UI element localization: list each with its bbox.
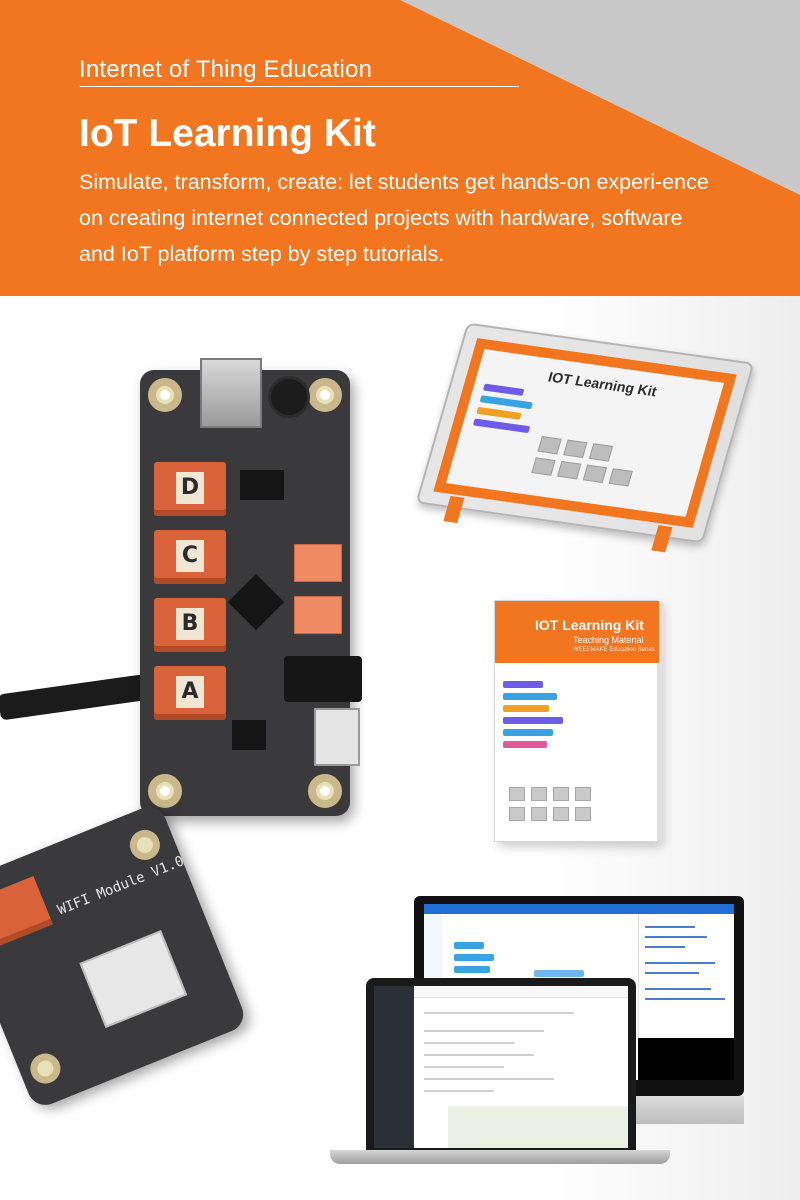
- code-block: [534, 970, 584, 977]
- code-block: [472, 418, 531, 434]
- box-clip: [443, 495, 465, 524]
- kit-box-title: IOT Learning Kit: [546, 368, 659, 400]
- subtitle-underline: [79, 86, 519, 87]
- wifi-module: WIFI Module V1.0: [0, 801, 249, 1111]
- esp-module: [79, 930, 188, 1029]
- platform-row: [424, 1054, 534, 1056]
- book-cover-header: IOT Learning Kit Teaching Material WEEEM…: [495, 601, 659, 663]
- module-card: [563, 439, 588, 458]
- header-subtitle: Internet of Thing Education: [79, 56, 373, 83]
- buzzer: [268, 376, 310, 418]
- book-spine: [657, 604, 664, 842]
- motor-terminal: [294, 544, 342, 582]
- mounting-hole: [148, 774, 182, 808]
- wifi-module-label: WIFI Module V1.0: [55, 853, 187, 919]
- code-line: [645, 962, 715, 964]
- page-title: IoT Learning Kit: [79, 112, 376, 155]
- book-series: WEEEMAKE Education Series: [573, 647, 655, 653]
- module-card: [575, 807, 591, 821]
- module-card: [553, 787, 569, 801]
- laptop-base: [330, 1150, 670, 1164]
- module-card: [509, 807, 525, 821]
- code-block: [503, 741, 547, 748]
- teaching-book: IOT Learning Kit Teaching Material WEEEM…: [494, 600, 664, 842]
- header-banner: Internet of Thing Education IoT Learning…: [0, 0, 800, 296]
- driver-chip: [240, 470, 284, 500]
- port-a: A: [154, 666, 226, 720]
- port-c: C: [154, 530, 226, 584]
- module-card: [553, 807, 569, 821]
- book-subtitle: Teaching Material: [573, 635, 644, 645]
- code-block: [503, 705, 549, 712]
- code-block: [503, 681, 543, 688]
- code-block: [479, 395, 533, 410]
- port-b: B: [154, 598, 226, 652]
- platform-sidebar: [374, 986, 414, 1148]
- code-block: [476, 406, 522, 420]
- mounting-hole: [125, 825, 165, 865]
- banner-grey-corner: [400, 0, 800, 195]
- port-label: B: [176, 608, 204, 640]
- laptop-screen: [374, 986, 628, 1148]
- usb-connector: [200, 358, 262, 428]
- module-card: [557, 461, 582, 480]
- module-card: [531, 807, 547, 821]
- code-line: [645, 998, 725, 1000]
- platform-row: [424, 1030, 544, 1032]
- ir-receiver: [232, 720, 266, 750]
- module-card: [509, 787, 525, 801]
- mounting-hole: [308, 378, 342, 412]
- platform-row: [424, 1042, 514, 1044]
- mounting-hole: [308, 774, 342, 808]
- dc-power-jack: [284, 656, 362, 702]
- code-line: [645, 926, 695, 928]
- code-line: [645, 946, 685, 948]
- code-block: [503, 717, 563, 724]
- module-card: [531, 787, 547, 801]
- header-description: Simulate, transform, create: let student…: [79, 170, 709, 266]
- microcontroller-chip: [227, 573, 285, 631]
- kit-box: IOT Learning Kit: [415, 322, 755, 553]
- module-card: [537, 436, 562, 455]
- ide-console: [638, 1038, 734, 1080]
- module-card: [608, 468, 633, 487]
- code-block: [454, 966, 490, 973]
- code-block: [454, 954, 494, 961]
- module-card: [531, 457, 556, 476]
- platform-row: [424, 1066, 504, 1068]
- code-block: [482, 383, 525, 396]
- ide-toolbar: [424, 904, 734, 914]
- code-line: [645, 988, 711, 990]
- port-label: D: [176, 472, 204, 504]
- power-switch: [314, 708, 360, 766]
- port-label: A: [176, 676, 204, 708]
- platform-map: [448, 1106, 628, 1148]
- usb-cable: [0, 674, 148, 721]
- module-card: [588, 443, 614, 462]
- wifi-port: [0, 875, 53, 951]
- platform-topbar: [414, 986, 628, 998]
- code-line: [645, 972, 699, 974]
- platform-row: [424, 1090, 494, 1092]
- mounting-hole: [25, 1048, 65, 1089]
- monitor-stand: [630, 1096, 744, 1124]
- code-block: [503, 693, 557, 700]
- kit-box-lid: IOT Learning Kit: [433, 338, 737, 528]
- motor-terminal: [294, 596, 342, 634]
- laptop: [366, 978, 636, 1150]
- platform-row: [424, 1012, 574, 1014]
- platform-row: [424, 1078, 554, 1080]
- code-block: [454, 942, 484, 949]
- book-title: IOT Learning Kit: [535, 617, 644, 633]
- port-label: C: [176, 540, 204, 572]
- module-card: [582, 464, 608, 483]
- module-card: [575, 787, 591, 801]
- product-showcase: D C B A WIFI Module V1.0 IOT Learning Ki…: [0, 296, 800, 1200]
- code-line: [645, 936, 707, 938]
- code-block: [503, 729, 553, 736]
- port-d: D: [154, 462, 226, 516]
- mounting-hole: [148, 378, 182, 412]
- ide-code-panel: [638, 914, 734, 1038]
